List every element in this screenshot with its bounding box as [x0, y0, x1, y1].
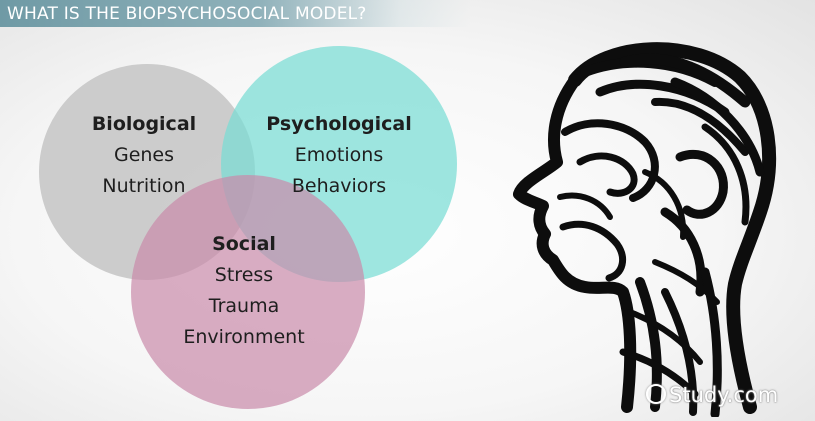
social-item: Stress	[214, 264, 274, 286]
social-heading: Social	[212, 233, 276, 255]
biological-heading: Biological	[91, 113, 197, 135]
social-circle	[131, 175, 365, 409]
psychological-item: Emotions	[294, 144, 384, 166]
page-title: WHAT IS THE BIOPSYCHOSOCIAL MODEL?	[7, 4, 367, 24]
psychological-label: Psychological Emotions Behaviors	[254, 109, 424, 202]
social-item: Environment	[183, 326, 305, 348]
psychological-heading: Psychological	[266, 113, 412, 135]
study-com-watermark: Study.com	[646, 383, 778, 407]
biological-label: Biological Genes Nutrition	[64, 109, 224, 202]
psychological-item: Behaviors	[291, 175, 387, 197]
biological-item: Nutrition	[102, 175, 186, 197]
social-label: Social Stress Trauma Environment	[164, 229, 324, 353]
human-head-sketch-icon	[513, 42, 777, 417]
social-item: Trauma	[208, 295, 280, 317]
watermark-text: Study.com	[669, 383, 779, 407]
title-banner: WHAT IS THE BIOPSYCHOSOCIAL MODEL?	[0, 0, 470, 27]
copyright-circle-icon	[646, 384, 666, 404]
biological-item: Genes	[113, 144, 175, 166]
